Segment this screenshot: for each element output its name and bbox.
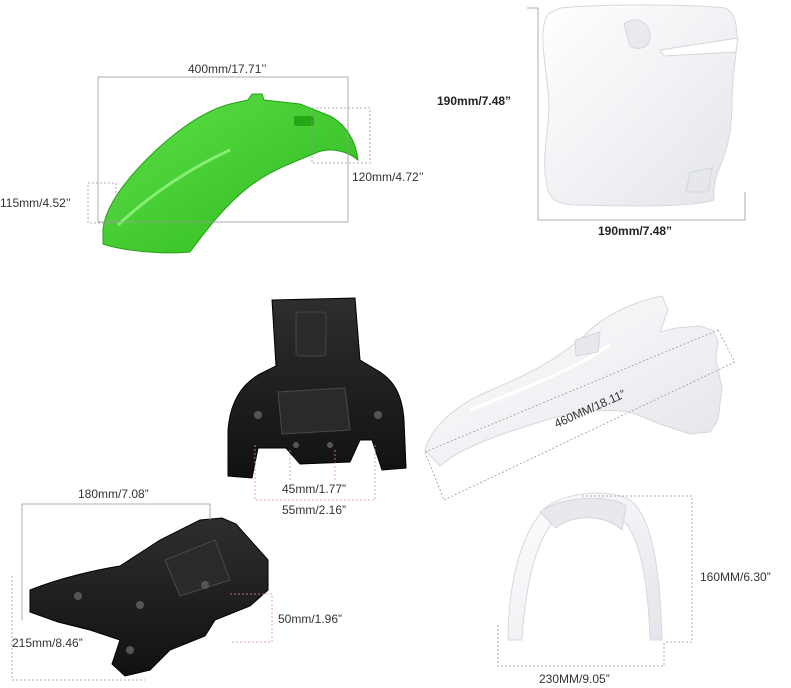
headlight-mask-hole (74, 592, 82, 600)
dim-depth (230, 593, 273, 643)
headlight-mask-shape (29, 517, 269, 677)
dim-width (497, 625, 665, 667)
front-fender-shape (102, 93, 359, 254)
dim-diagonal-2 (443, 361, 736, 501)
fork-guard-panel (277, 387, 351, 435)
rear-fender-dimensions (424, 329, 736, 501)
headlight-mask-hole (201, 581, 209, 589)
headlight-mask-hole (136, 601, 144, 609)
front-fender-mount (294, 116, 314, 126)
number-plate-shape (542, 4, 738, 207)
fork-guard-hole (374, 411, 382, 419)
dim-box-depth (311, 107, 371, 164)
headlight-mask-height-label: 215mm/8.46” (12, 636, 83, 650)
front-fender-depth-label: 120mm/4.72’’ (352, 170, 424, 184)
front-plate-arch (507, 492, 663, 641)
dim-height (11, 576, 145, 681)
dim-end (717, 329, 736, 363)
headlight-mask-depth-label: 50mm/1.96” (278, 612, 343, 626)
number-plate-dimensions (527, 7, 746, 221)
dim-width (21, 503, 211, 620)
front-fender-width-label: 400mm/17.71’’ (188, 62, 267, 76)
number-plate-height-label: 190mm/7.48” (437, 94, 512, 108)
front-fender (102, 93, 359, 254)
front-plate-arch-top (539, 497, 627, 532)
dim-box-width (97, 76, 349, 223)
fork-guard-outer-label: 55mm/2.16” (282, 503, 347, 517)
fork-guard-hole (327, 442, 333, 448)
rear-fender-cutout (574, 331, 601, 357)
fork-guard-black (227, 297, 407, 479)
dim-height (582, 495, 693, 643)
headlight-mask-dimensions (11, 503, 273, 681)
rear-fender-highlight (469, 343, 611, 412)
number-plate-notch (685, 167, 713, 193)
fork-guard-window (295, 311, 327, 357)
headlight-mask (29, 517, 269, 677)
number-plate-width-label: 190mm/7.48” (598, 224, 673, 238)
rear-fender-shape (424, 295, 723, 467)
front-fender-dimensions (87, 76, 371, 224)
front-plate-arch-width-label: 230MM/9.05” (539, 672, 610, 686)
front-fender-highlight (116, 148, 231, 227)
headlight-mask-width-label: 180mm/7.08” (78, 487, 149, 501)
dim-end (424, 451, 445, 501)
headlight-mask-hole (126, 646, 134, 654)
dim-box-height (87, 182, 117, 224)
fork-guard-hole (293, 442, 299, 448)
fork-guard-hole (254, 411, 262, 419)
fork-guard-inner-label: 45mm/1.77” (282, 482, 347, 496)
front-plate-arch-dimensions (497, 495, 693, 667)
rear-fender (424, 295, 723, 467)
front-plate-arch-height-label: 160MM/6.30” (700, 570, 771, 584)
front-fender-height-label: 115mm/4.52’’ (0, 196, 71, 210)
number-plate-slot (659, 37, 739, 57)
dim-lines (527, 7, 746, 221)
headlight-mask-opening (164, 539, 231, 597)
fork-guard-shape (227, 297, 407, 479)
dim-diagonal (424, 329, 719, 453)
number-plate (542, 4, 739, 207)
number-plate-vent (623, 19, 651, 49)
fork-guard-dimensions (254, 445, 376, 501)
